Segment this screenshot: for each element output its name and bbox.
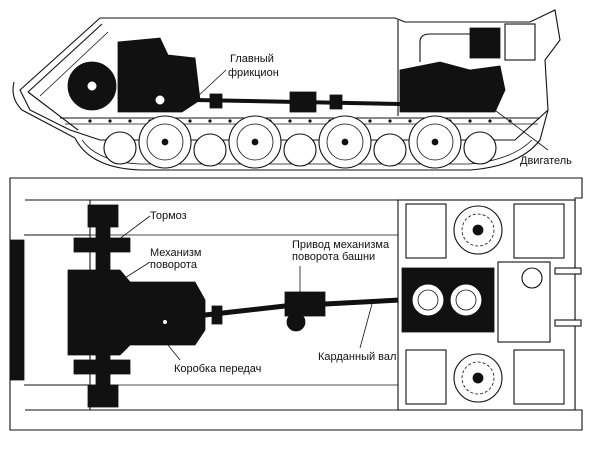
front-nose-plan (9, 239, 25, 381)
joint-side-1 (209, 93, 223, 109)
track-upper (12, 81, 76, 139)
steering-pedal-ball (154, 94, 166, 106)
engine-exhaust (419, 33, 470, 62)
label-turret-drive-line2: поворота башни (292, 251, 375, 263)
side-view (12, 9, 561, 171)
label-turret-drive-line1: Привод механизма (292, 239, 390, 251)
gearbox-plan (67, 269, 206, 356)
cooling-fan-top (453, 205, 503, 255)
plan-view (9, 177, 583, 431)
leader-main-clutch (195, 69, 227, 99)
final-drive-top (87, 204, 119, 228)
labels: Главный фрикцион Двигатель Тормоз Механи… (150, 53, 572, 375)
turret-drive-plan (284, 291, 326, 317)
front-plate (27, 23, 103, 93)
leader-steering (105, 261, 151, 291)
road-wheels (103, 115, 497, 169)
engine-cyl-left-inner (417, 289, 439, 311)
track-lower (74, 109, 549, 171)
label-main-clutch-line1: Главный (230, 53, 274, 65)
label-main-clutch-line2: фрикцион (228, 67, 279, 79)
leader-brake (117, 215, 151, 241)
radiator-top-right (513, 203, 565, 259)
radiator-bottom-right (513, 349, 565, 405)
exhaust-pipe-1 (554, 267, 582, 275)
gearbox-side (117, 37, 201, 113)
turret-drive-side (289, 91, 317, 113)
front-glacis-lower (27, 91, 79, 131)
radiator-top-left (405, 203, 447, 259)
joint-plan-1 (211, 305, 223, 325)
label-brake: Тормоз (150, 210, 187, 222)
joint-side-2 (329, 94, 343, 110)
label-steering-line1: Механизм (150, 247, 201, 259)
engine-deck-box (504, 23, 536, 61)
steering-pedal (149, 71, 157, 103)
label-cardan-shaft: Карданный вал (318, 351, 396, 363)
leader-gearbox (159, 334, 181, 361)
front-plate-inner (39, 31, 109, 97)
final-drive-hub (86, 80, 98, 92)
leader-cardan (359, 303, 373, 349)
engine-side (399, 61, 506, 113)
label-steering-line2: поворота (150, 259, 198, 271)
radiator-side (469, 27, 501, 59)
label-engine: Двигатель (520, 155, 572, 167)
engine-cyl-right-inner (455, 289, 477, 311)
engine-cyl-right (449, 283, 483, 317)
cardan-shaft-plan-2 (324, 297, 401, 307)
gearbox-bolt (163, 320, 167, 324)
brake-bottom (73, 359, 131, 375)
final-drive-bottom (87, 384, 119, 408)
leader-engine (491, 107, 549, 151)
brake-top (73, 237, 131, 253)
engine-aux-filter (521, 267, 543, 289)
radiator-bottom-left (405, 349, 447, 405)
exhaust-pipe-2 (554, 319, 582, 327)
cooling-fan-bottom (453, 353, 503, 403)
engine-cyl-left (411, 283, 445, 317)
label-gearbox: Коробка передач (174, 363, 261, 375)
turret-drive-motor (286, 312, 306, 332)
